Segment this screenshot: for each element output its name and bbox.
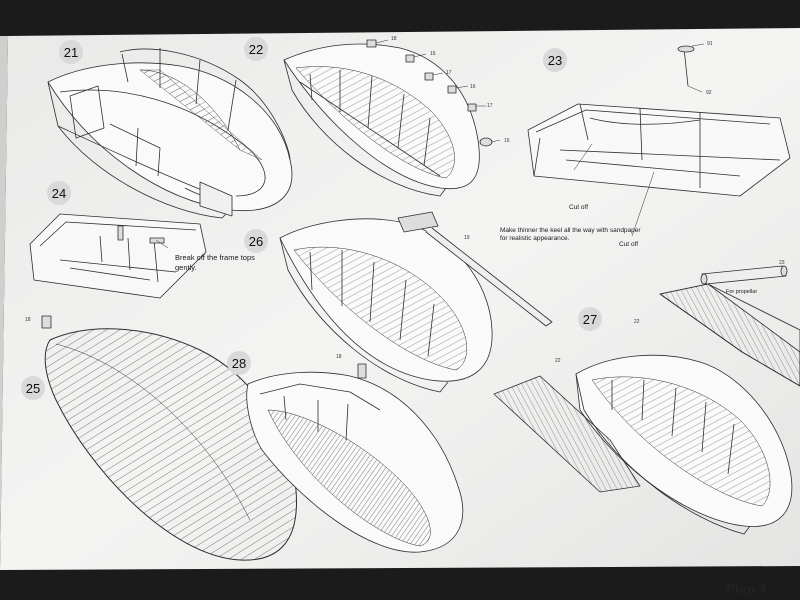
- note-cut-off-1: Cut off: [569, 204, 589, 211]
- step-number-25: 25: [21, 376, 45, 400]
- part-number: 92: [706, 90, 712, 96]
- step-number-26: 26: [244, 229, 268, 253]
- step-number-23: 23: [543, 48, 567, 72]
- part-number: 18: [391, 36, 397, 42]
- step-number-28: 28: [227, 351, 251, 375]
- step-23-transom-drawing: [527, 43, 791, 237]
- step-number-21: 21: [59, 40, 83, 64]
- step-25-hull-bottom-drawing: [41, 315, 297, 561]
- step-21-hull-drawing: [47, 48, 293, 219]
- part-number: 91: [707, 41, 713, 47]
- step-28-hull-drawing: [246, 363, 464, 553]
- step-27-hull-drawing: [493, 283, 800, 535]
- part-number: 23: [779, 260, 785, 266]
- propellar-shaft-drawing: [700, 265, 788, 285]
- part-number: 19: [464, 235, 470, 241]
- note-break-frames: Break off the frame tops gently.: [175, 253, 255, 272]
- note-keel: Make thinner the keel all the way with s…: [500, 227, 641, 242]
- plan-title: Plan 4: [726, 582, 767, 597]
- step-22-hull-drawing: [283, 39, 501, 197]
- part-number: 22: [634, 319, 640, 325]
- part-number: 18: [336, 354, 342, 360]
- paper-shadow: [0, 36, 8, 570]
- part-number: 16: [504, 138, 510, 144]
- step-26-hull-drawing: [279, 211, 553, 393]
- part-number: 17: [446, 70, 452, 76]
- note-cut-off-2: Cut off: [619, 241, 639, 248]
- note-propellar: For propellar: [726, 289, 758, 295]
- step-number-24: 24: [47, 181, 71, 205]
- step-number-27: 27: [578, 307, 602, 331]
- part-number: 22: [555, 358, 561, 364]
- part-number: 16: [470, 84, 476, 90]
- part-number: 16: [430, 51, 436, 57]
- part-number: 17: [487, 103, 493, 109]
- step-24-frame-drawing: [29, 213, 207, 299]
- step-number-22: 22: [244, 37, 268, 61]
- part-number: 18: [25, 317, 31, 323]
